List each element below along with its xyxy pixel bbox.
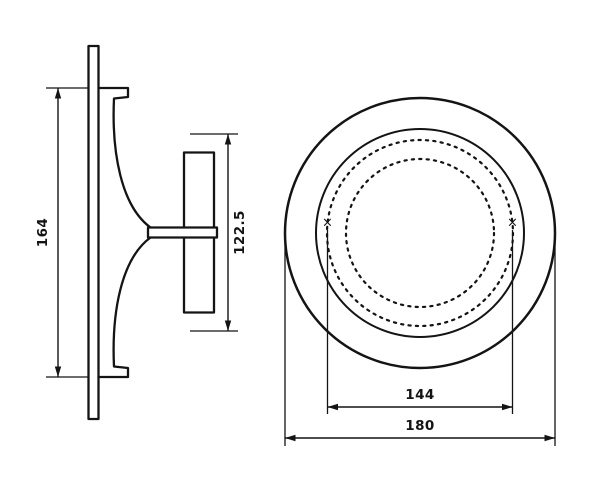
dimension-bolt-spacing: 144 xyxy=(326,230,514,414)
pole-bar xyxy=(146,226,219,239)
dimension-inner-height: 122.5 xyxy=(190,133,248,332)
outer-circle xyxy=(283,96,557,370)
screw-position-marker-left-icon: × xyxy=(322,216,333,231)
bolt-circle-outer-dotted xyxy=(325,138,515,328)
basket-top-profile xyxy=(97,86,152,229)
dim-label-inner-height: 122.5 xyxy=(232,210,248,255)
bolt-circle-inner-dotted xyxy=(344,157,496,309)
arrowhead-down-icon xyxy=(54,366,62,377)
arrowhead-up-icon xyxy=(224,134,232,145)
arrowhead-left-icon xyxy=(285,434,296,442)
arrowhead-right-icon xyxy=(544,434,555,442)
dim-label-outer-diameter: 180 xyxy=(405,418,434,434)
rim-circle xyxy=(315,128,525,338)
arrowhead-left-icon xyxy=(327,403,338,411)
side-view: 164 122.5 xyxy=(35,44,248,421)
screw-position-marker-right-icon: × xyxy=(507,216,518,231)
basket-bottom-profile xyxy=(97,236,152,379)
front-view: × × 144 180 xyxy=(283,96,557,446)
arrowhead-right-icon xyxy=(502,403,513,411)
arrowhead-up-icon xyxy=(54,88,62,99)
mounting-flange xyxy=(87,44,100,421)
dimension-outer-diameter: 180 xyxy=(284,240,556,446)
arrowhead-down-icon xyxy=(224,320,232,331)
dimension-overall-height: 164 xyxy=(35,87,88,378)
dim-label-overall-height: 164 xyxy=(35,218,51,247)
dim-label-bolt-spacing: 144 xyxy=(405,387,434,403)
